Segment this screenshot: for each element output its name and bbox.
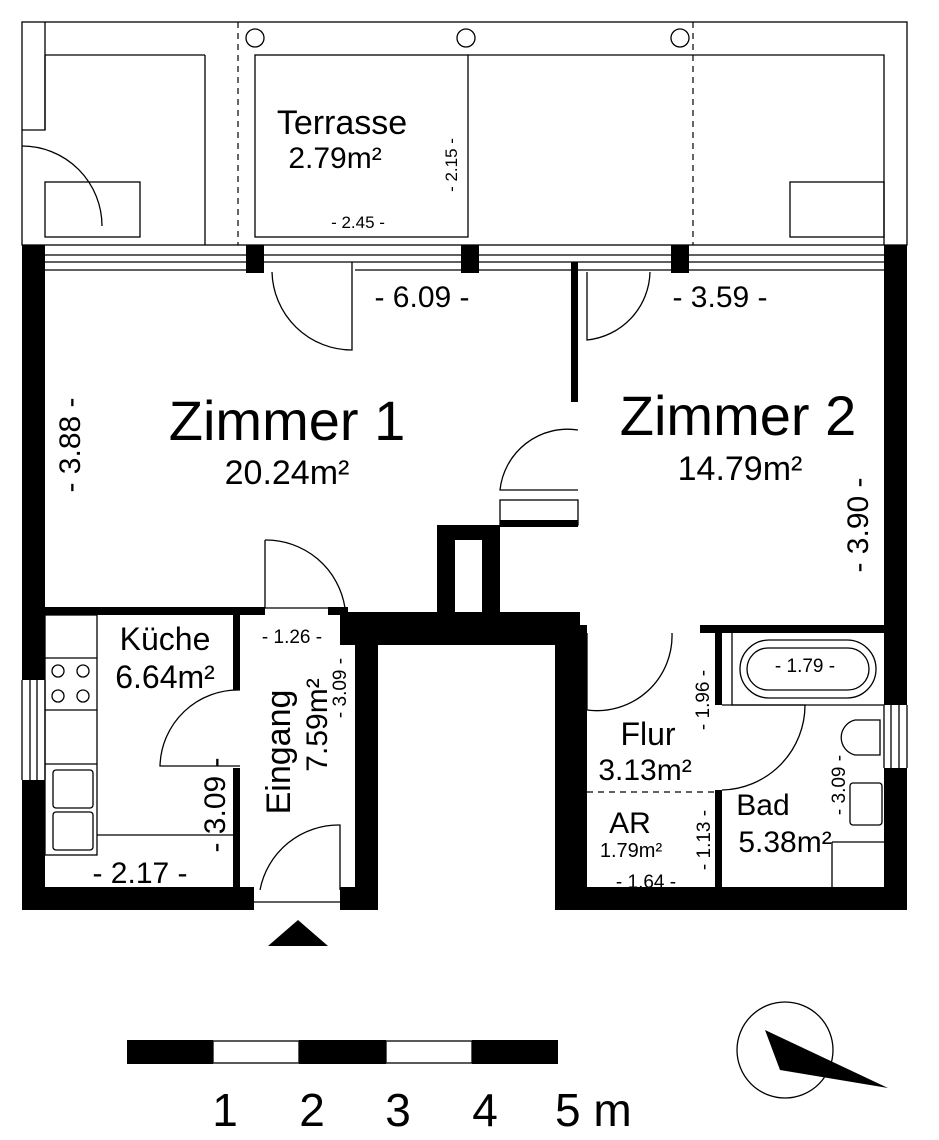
bad-name: Bad <box>736 789 789 822</box>
ar-name: AR <box>609 807 651 840</box>
scale-label-3: 3 <box>385 1084 411 1136</box>
zimmer2-dim-w: - 3.59 - <box>672 281 767 314</box>
eingang-dim-w: - 1.26 - <box>262 627 322 648</box>
kueche-name: Küche <box>120 621 211 657</box>
scale-label-1: 1 <box>212 1084 238 1136</box>
scale-bar: 1 2 3 4 5 m <box>127 1040 632 1136</box>
bad-area: 5.38m² <box>738 826 831 859</box>
scale-label-2: 2 <box>299 1084 325 1136</box>
ar-dim-w: - 1.64 - <box>616 872 676 893</box>
kueche-area: 6.64m² <box>115 659 215 695</box>
entrance-arrow-icon <box>268 920 328 946</box>
flur-dim-h: - 1.96 - <box>693 670 714 730</box>
terrasse-area: 2.79m² <box>288 142 381 175</box>
flur-name: Flur <box>620 716 675 752</box>
kitchen-fixtures <box>44 614 233 856</box>
scale-label-4: 4 <box>472 1084 498 1136</box>
scale-label-5: 5 m <box>555 1084 632 1136</box>
bad-tub-dim: - 1.79 - <box>775 656 835 677</box>
terrasse-name: Terrasse <box>277 104 407 142</box>
zimmer2-name: Zimmer 2 <box>620 384 856 447</box>
zimmer2-dim-h: - 3.90 - <box>842 477 875 572</box>
zimmer1-dim-h: - 3.88 - <box>54 397 87 492</box>
eingang-name: Eingang <box>260 690 298 815</box>
window-row <box>45 245 884 273</box>
flur-area: 3.13m² <box>598 754 691 787</box>
side-windows <box>21 680 908 780</box>
terrasse-dim-w: - 2.45 - <box>331 213 385 232</box>
room-labels: Terrasse 2.79m² - 2.45 - - 2.15 - Zimmer… <box>54 104 875 893</box>
zimmer1-name: Zimmer 1 <box>169 389 405 452</box>
eingang-dim-h: - 3.09 - <box>330 658 351 718</box>
ar-dim-h: - 1.13 - <box>694 810 715 870</box>
walls <box>22 245 907 910</box>
north-arrow-icon <box>736 1001 888 1099</box>
eingang-area: 7.59m² <box>301 678 334 771</box>
kueche-dim-h: - 3.09 - <box>199 757 232 852</box>
zimmer1-area: 20.24m² <box>225 454 350 492</box>
terrace-frame <box>21 21 908 246</box>
zimmer1-dim-w: - 6.09 - <box>374 281 469 314</box>
bath-fixtures <box>731 633 884 887</box>
ar-area: 1.79m² <box>600 840 663 862</box>
terrasse-dim-h: - 2.15 - <box>442 138 461 192</box>
kueche-dim-w: - 2.17 - <box>92 857 187 890</box>
zimmer2-area: 14.79m² <box>678 450 803 488</box>
bad-dim-h: - 3.09 - <box>829 755 850 815</box>
doors <box>159 262 806 903</box>
